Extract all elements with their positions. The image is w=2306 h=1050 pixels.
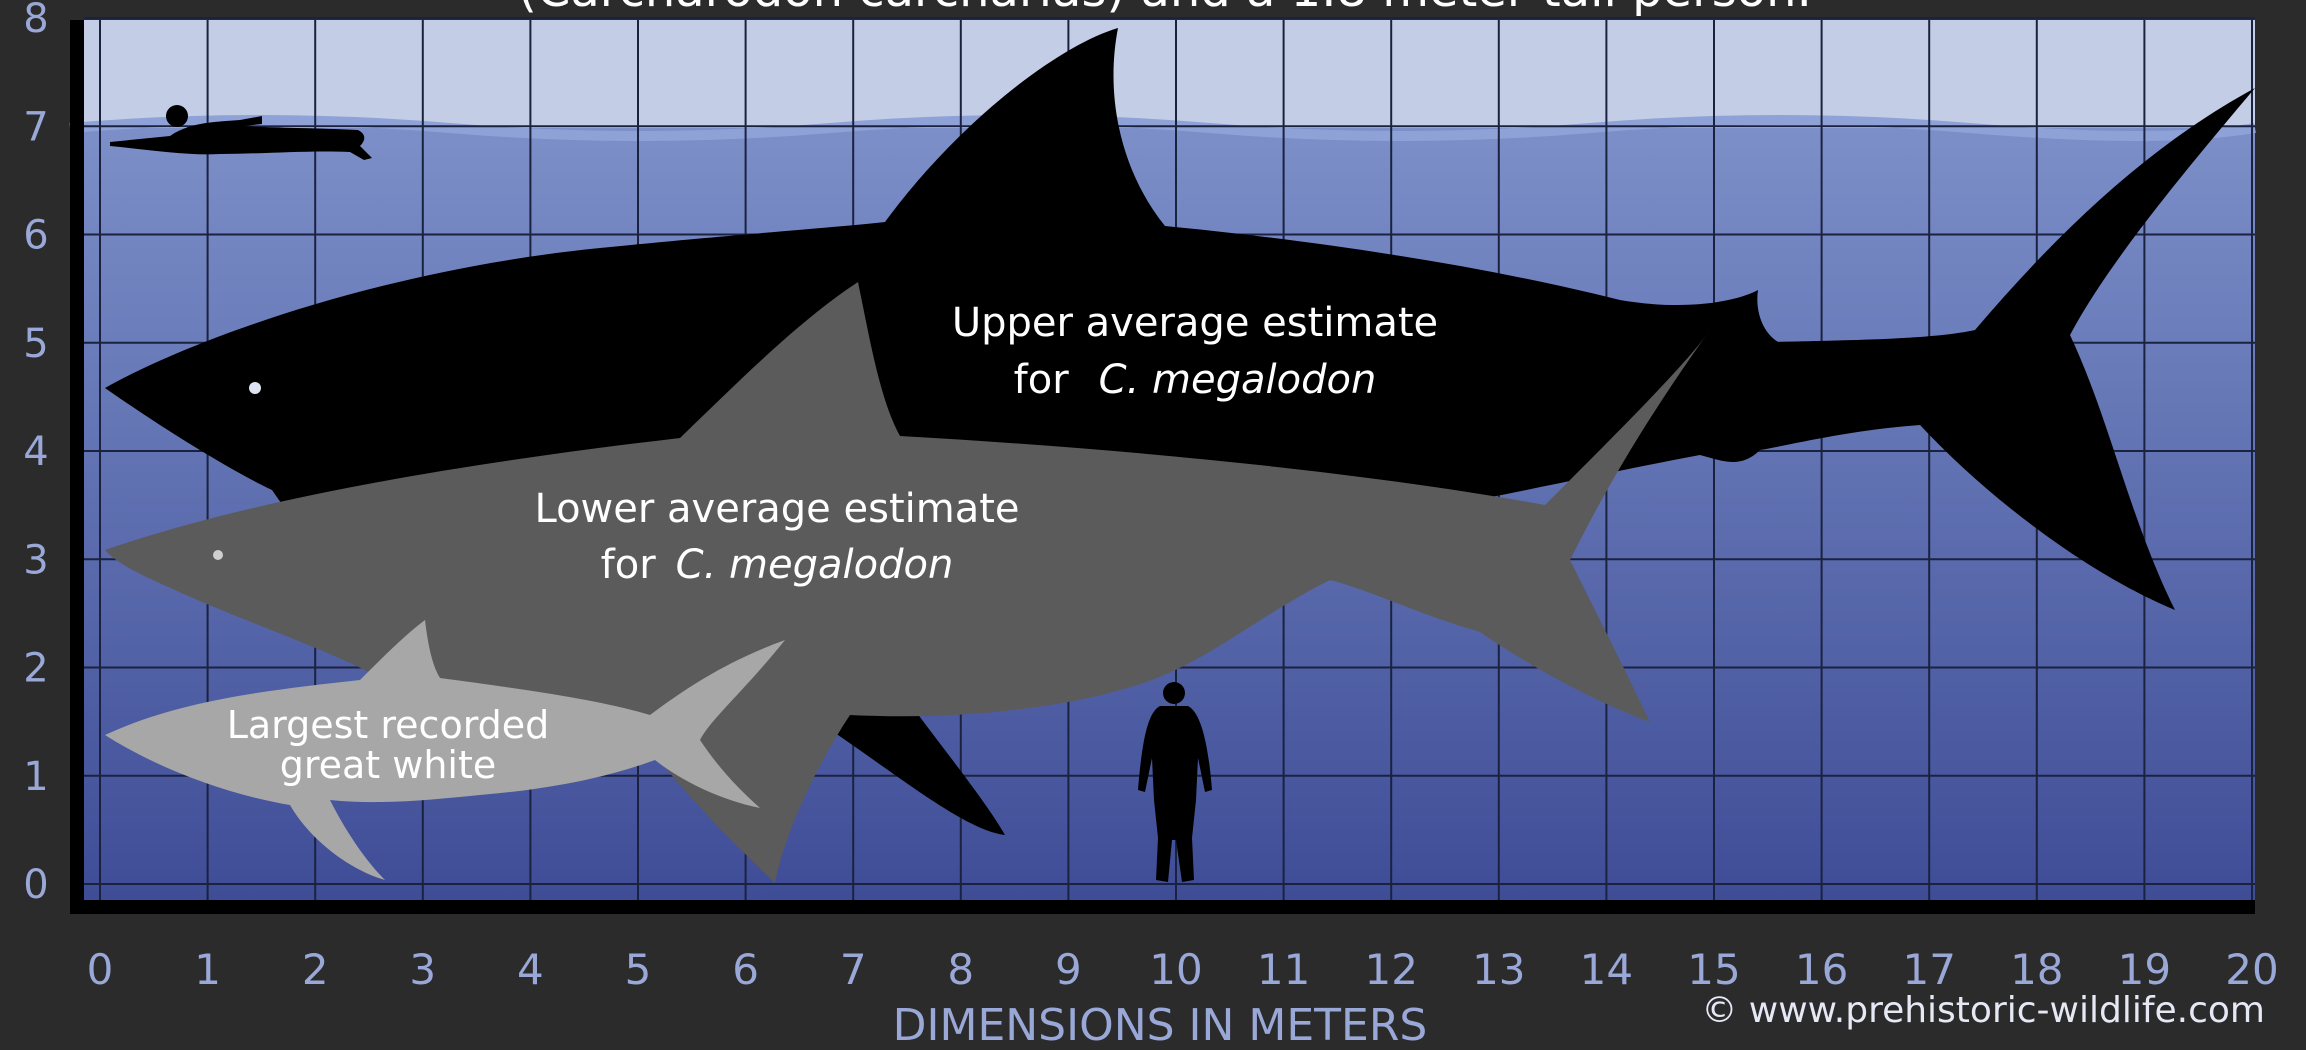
x-tick-label: 16 (1795, 945, 1848, 994)
lower-megalodon-body (105, 282, 1710, 883)
swimmer-silhouette (110, 105, 372, 160)
y-tick-label: 3 (23, 537, 48, 583)
y-tick-label: 2 (23, 646, 48, 692)
x-tick-label: 20 (2225, 945, 2278, 994)
upper-species: C. megalodon (1099, 357, 1377, 403)
x-tick-label: 0 (87, 945, 114, 994)
x-tick-label: 8 (947, 945, 974, 994)
person-body (1138, 706, 1212, 882)
y-tick-label: 8 (23, 0, 48, 42)
x-tick-label: 6 (732, 945, 759, 994)
x-tick-label: 17 (1902, 945, 1955, 994)
lower-estimate-line1: Lower average estimate (534, 486, 1019, 532)
lower-estimate-line2: for C. megalodon (601, 542, 954, 588)
x-tick-label: 12 (1364, 945, 1417, 994)
great-white-line2: great white (280, 743, 497, 787)
upper-estimate-line2: for C. megalodon (1014, 357, 1377, 403)
person-head (1163, 682, 1185, 704)
x-tick-label: 19 (2118, 945, 2171, 994)
upper-megalodon-eye (249, 382, 261, 394)
lower-species: C. megalodon (676, 542, 954, 588)
swimmer-body (110, 116, 372, 160)
x-tick-label: 10 (1149, 945, 1202, 994)
y-tick-label: 1 (23, 754, 48, 800)
x-tick-label: 15 (1687, 945, 1740, 994)
y-tick-label: 5 (23, 321, 48, 367)
axes (70, 20, 2255, 914)
caption-partial: (Carcharodon carcharias) and a 1.8 meter… (518, 0, 1812, 18)
x-tick-label: 3 (409, 945, 436, 994)
person-silhouette (1138, 682, 1212, 882)
lower-megalodon-silhouette (105, 282, 1710, 883)
credit-text: © www.prehistoric-wildlife.com (1701, 990, 2265, 1031)
x-tick-label: 14 (1580, 945, 1633, 994)
x-tick-label: 11 (1257, 945, 1310, 994)
x-tick-label: 2 (302, 945, 329, 994)
lower-megalodon-eye (213, 550, 223, 560)
x-axis-label: DIMENSIONS IN METERS (893, 1000, 1428, 1050)
x-tick-label: 5 (625, 945, 652, 994)
sky (70, 20, 2255, 130)
y-tick-labels: 0 1 2 3 4 5 6 7 8 (23, 0, 48, 908)
y-tick-label: 6 (23, 213, 48, 259)
x-tick-label: 18 (2010, 945, 2063, 994)
x-tick-label: 9 (1055, 945, 1082, 994)
y-tick-label: 4 (23, 429, 48, 475)
x-axis-line (70, 900, 2255, 914)
y-tick-label: 7 (23, 104, 48, 150)
x-tick-label: 1 (194, 945, 221, 994)
x-tick-label: 7 (840, 945, 867, 994)
y-tick-label: 0 (23, 862, 48, 908)
great-white-line1: Largest recorded (227, 703, 550, 747)
upper-for: for (1014, 357, 1070, 403)
y-axis-line (70, 20, 84, 912)
upper-estimate-line1: Upper average estimate (952, 300, 1438, 346)
x-tick-label: 13 (1472, 945, 1525, 994)
lower-for: for (601, 542, 657, 588)
swimmer-head (166, 105, 188, 127)
x-tick-label: 4 (517, 945, 544, 994)
great-white-silhouette (105, 620, 785, 880)
great-white-body (105, 620, 785, 880)
